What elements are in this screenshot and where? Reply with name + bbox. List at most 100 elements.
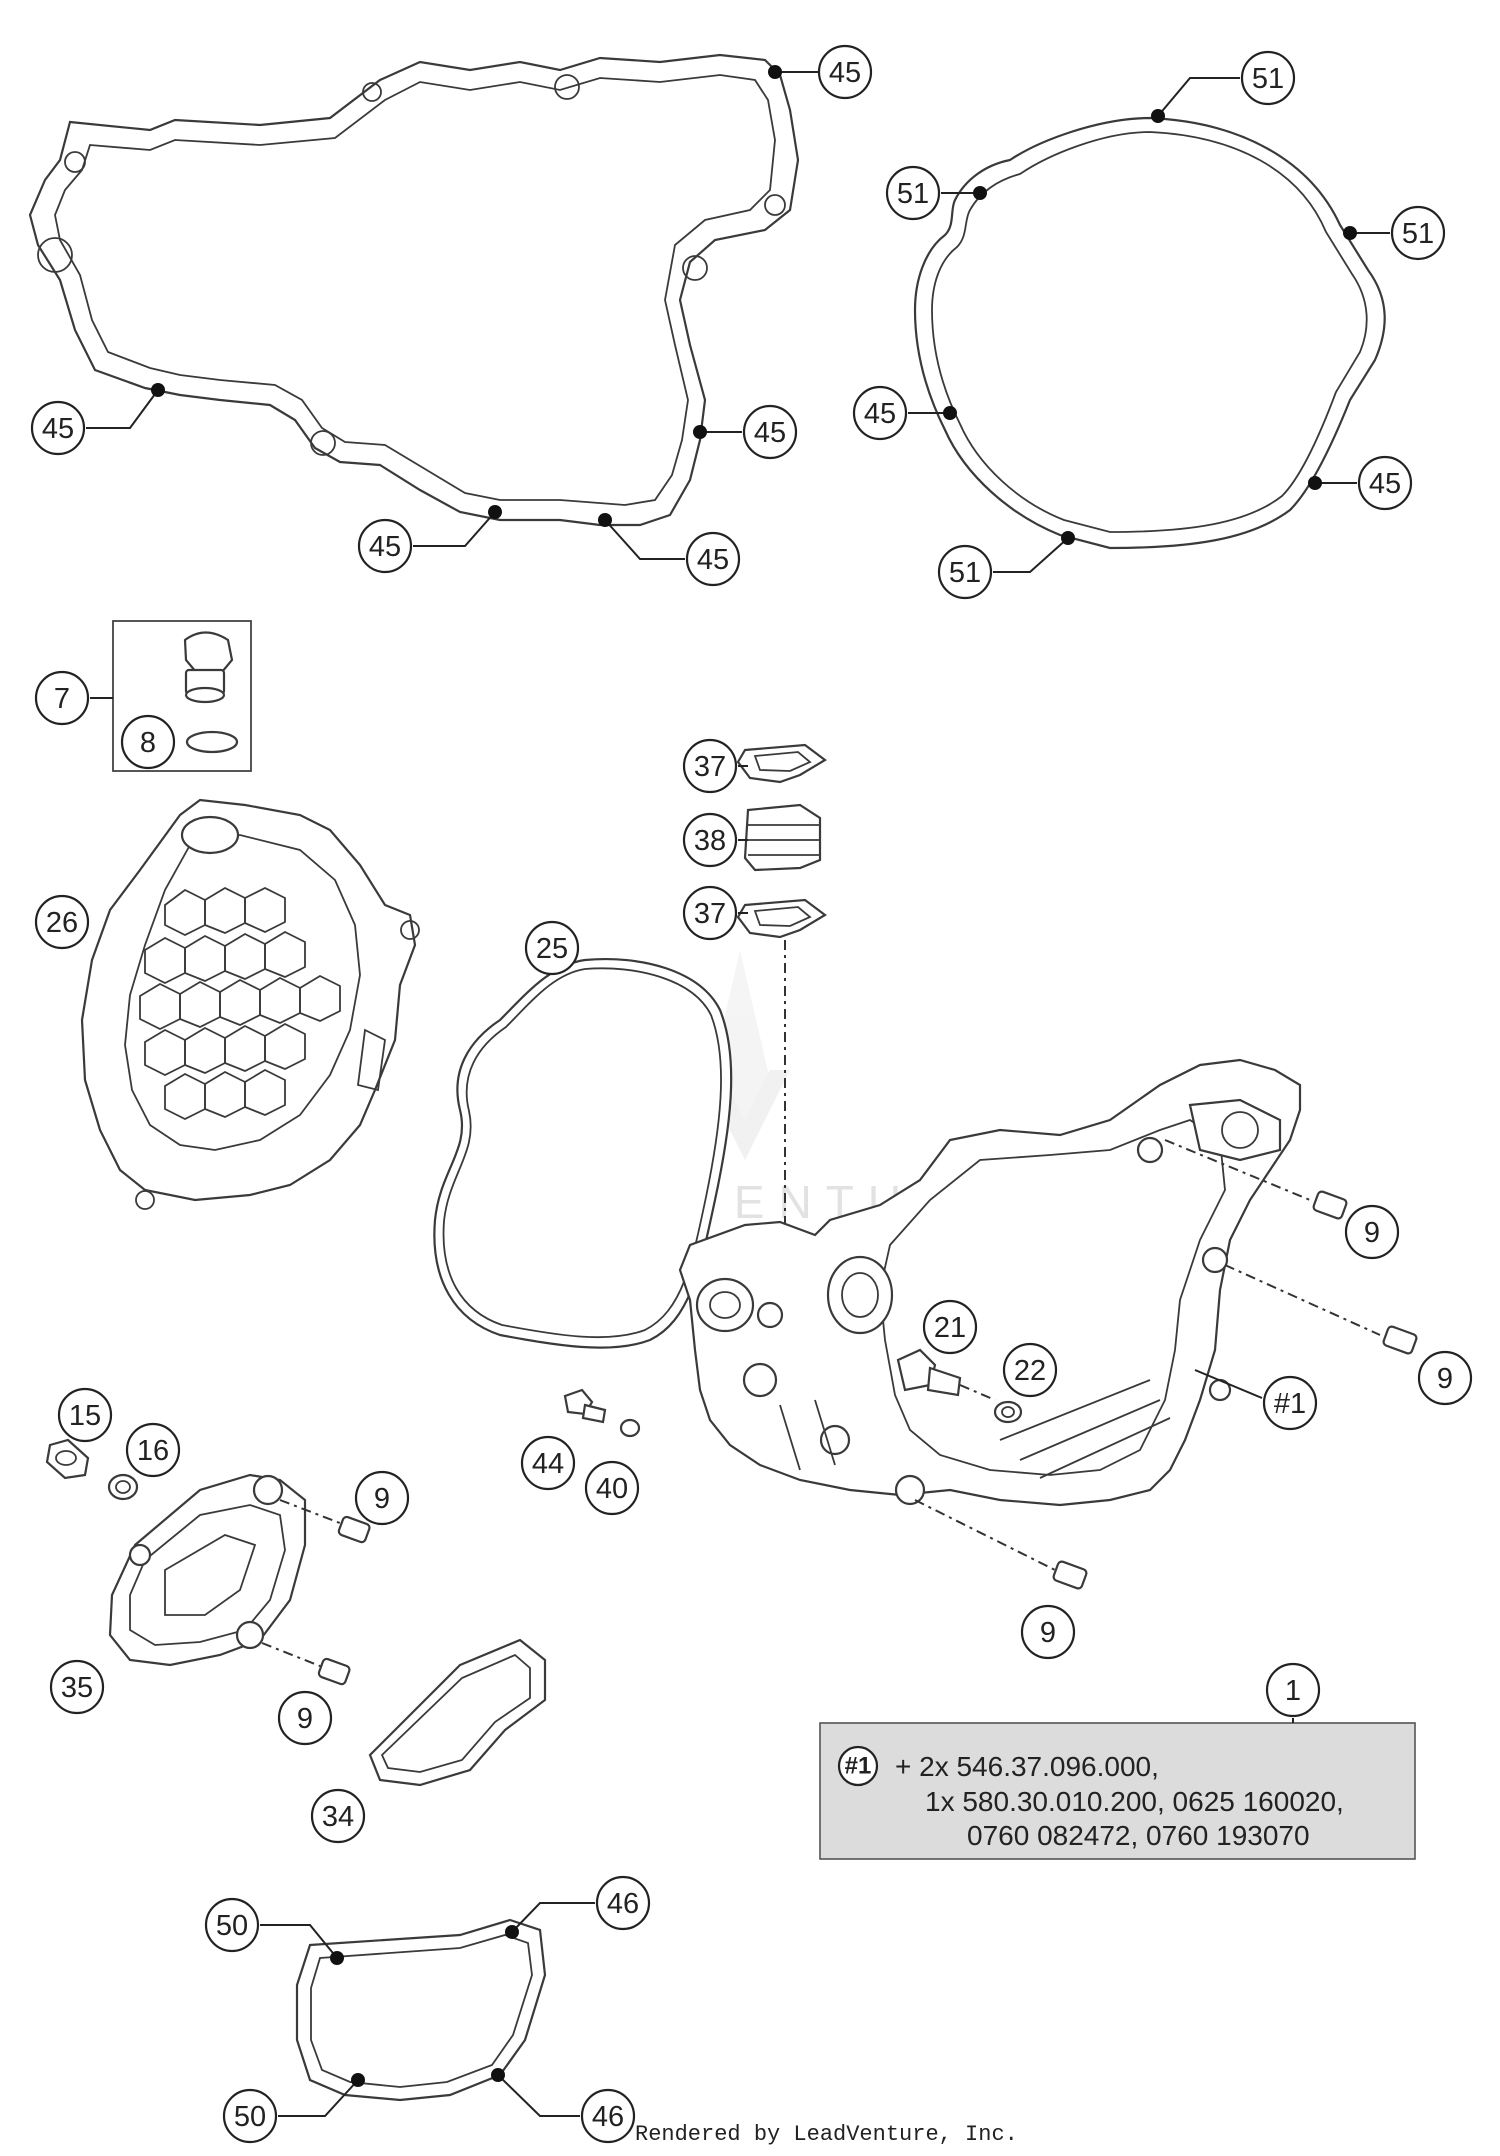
callout-number-p9a: 9: [1364, 1217, 1380, 1249]
callout-number-g45_top: 45: [829, 57, 861, 89]
callout-pref1[interactable]: #1: [1262, 1375, 1318, 1431]
callout-number-i45_right: 45: [1369, 468, 1401, 500]
callout-g45_right[interactable]: 45: [742, 404, 798, 460]
callout-circle-p25: [524, 920, 580, 976]
callout-circle-i51_bottom: [937, 544, 993, 600]
callout-i51_top[interactable]: 51: [1240, 50, 1296, 106]
screw-9-upper[interactable]: [1164, 1139, 1348, 1220]
water-pump-cover[interactable]: [108, 1473, 307, 1667]
callout-i51_bottom[interactable]: 51: [937, 544, 993, 600]
callout-p21[interactable]: 21: [922, 1299, 978, 1355]
callout-g45_br[interactable]: 45: [685, 531, 741, 587]
callout-p26[interactable]: 26: [34, 894, 90, 950]
callout-p22[interactable]: 22: [1002, 1342, 1058, 1398]
callout-number-p34: 34: [322, 1801, 354, 1833]
callout-number-p21: 21: [934, 1312, 966, 1344]
callout-p16[interactable]: 16: [125, 1422, 181, 1478]
callout-g45_bl[interactable]: 45: [357, 518, 413, 574]
o-ring[interactable]: [185, 730, 239, 754]
callout-p9d[interactable]: 9: [354, 1470, 410, 1526]
screw-9-middle[interactable]: [1224, 1264, 1418, 1355]
callout-g45_top[interactable]: 45: [817, 44, 873, 100]
callout-circle-p46b: [580, 2088, 636, 2144]
callout-p9b[interactable]: 9: [1417, 1350, 1473, 1406]
callout-circle-p34: [310, 1788, 366, 1844]
callout-p34[interactable]: 34: [310, 1788, 366, 1844]
note-line-1: + 2x 546.37.096.000,: [895, 1751, 1159, 1782]
callout-circle-g45_left: [30, 400, 86, 456]
leader-i51_top: [1157, 77, 1240, 117]
leader-pref1: [1194, 1369, 1263, 1399]
water-pump-cover-gasket[interactable]: [295, 1918, 547, 2102]
callout-p1[interactable]: 1: [1265, 1662, 1321, 1718]
callout-circle-p9d: [354, 1470, 410, 1526]
drain-plug-seal[interactable]: [107, 1473, 139, 1501]
callout-number-i51_left: 51: [897, 178, 929, 210]
point-dot-i51_top: [1151, 109, 1165, 123]
callout-p9e[interactable]: 9: [277, 1690, 333, 1746]
callout-circle-p26: [34, 894, 90, 950]
ignition-cover-gasket[interactable]: [913, 116, 1386, 550]
callout-i45_right[interactable]: 45: [1357, 455, 1413, 511]
callout-circle-p35: [49, 1659, 105, 1715]
seal-ring[interactable]: [993, 1400, 1023, 1424]
callout-p15[interactable]: 15: [57, 1387, 113, 1443]
screw-9-pump-lower[interactable]: [261, 1642, 351, 1686]
screw-9-pump-upper[interactable]: [279, 1499, 371, 1544]
sight-glass-seal[interactable]: [743, 803, 822, 872]
callout-p37b[interactable]: 37: [682, 885, 738, 941]
callout-circle-p16: [125, 1422, 181, 1478]
callout-g45_left[interactable]: 45: [30, 400, 86, 456]
callout-p40[interactable]: 40: [584, 1460, 640, 1516]
callout-p50a[interactable]: 50: [204, 1897, 260, 1953]
inner-clutch-cover[interactable]: [678, 1058, 1302, 1507]
callout-number-i51_bottom: 51: [949, 557, 981, 589]
callout-circle-p9b: [1417, 1350, 1473, 1406]
callout-p38[interactable]: 38: [682, 812, 738, 868]
callout-p35[interactable]: 35: [49, 1659, 105, 1715]
callout-labels: 45 45 45 45 45 51 51 51 51 45 45 7 8 26 25 37 38 37 9 9 9 21 2…: [30, 44, 1473, 2144]
callout-p25[interactable]: 25: [524, 920, 580, 976]
drain-plug[interactable]: [45, 1438, 90, 1480]
callout-circle-p9a: [1344, 1204, 1400, 1260]
callout-circle-p50a: [204, 1897, 260, 1953]
leader-p46a: [511, 1902, 595, 1933]
crankcase-gasket-left[interactable]: [28, 53, 800, 527]
callout-circle-p21: [922, 1299, 978, 1355]
clutch-cover-gasket[interactable]: [433, 958, 733, 1349]
small-washer[interactable]: [619, 1418, 641, 1438]
oil-filler-plug[interactable]: [183, 631, 234, 704]
gasket-upper[interactable]: [736, 743, 827, 784]
screw-9-lower[interactable]: [914, 1499, 1088, 1590]
callout-p46b[interactable]: 46: [580, 2088, 636, 2144]
point-dot-g45_bl: [488, 505, 502, 519]
callout-i51_right[interactable]: 51: [1390, 205, 1446, 261]
oil-drain-screw[interactable]: [896, 1348, 996, 1401]
callout-i45_left[interactable]: 45: [852, 385, 908, 441]
callout-p7[interactable]: 7: [34, 670, 90, 726]
callout-i51_left[interactable]: 51: [885, 165, 941, 221]
callout-p8[interactable]: 8: [120, 714, 176, 770]
callout-number-p9e: 9: [297, 1703, 313, 1735]
callout-circle-p9c: [1020, 1604, 1076, 1660]
callout-p50b[interactable]: 50: [222, 2088, 278, 2144]
callout-number-p26: 26: [46, 907, 78, 939]
gasket-lower[interactable]: [736, 898, 827, 939]
point-dot-p46b: [491, 2068, 505, 2082]
callout-p46a[interactable]: 46: [595, 1875, 651, 1931]
callout-number-p25: 25: [536, 933, 568, 965]
note-ref-text: #1: [845, 1753, 872, 1780]
small-screw[interactable]: [563, 1388, 607, 1424]
callout-p9c[interactable]: 9: [1020, 1604, 1076, 1660]
water-pump-gasket[interactable]: [368, 1638, 547, 1787]
callout-p44[interactable]: 44: [520, 1435, 576, 1491]
callout-p37a[interactable]: 37: [682, 738, 738, 794]
callout-circle-i45_left: [852, 385, 908, 441]
leader-p50b: [278, 2079, 359, 2117]
callout-number-i45_left: 45: [864, 398, 896, 430]
point-dot-g45_br: [598, 513, 612, 527]
callout-p9a[interactable]: 9: [1344, 1204, 1400, 1260]
outer-clutch-cover[interactable]: [80, 798, 420, 1210]
callout-circle-p46a: [595, 1875, 651, 1931]
callout-number-p8: 8: [140, 727, 156, 759]
